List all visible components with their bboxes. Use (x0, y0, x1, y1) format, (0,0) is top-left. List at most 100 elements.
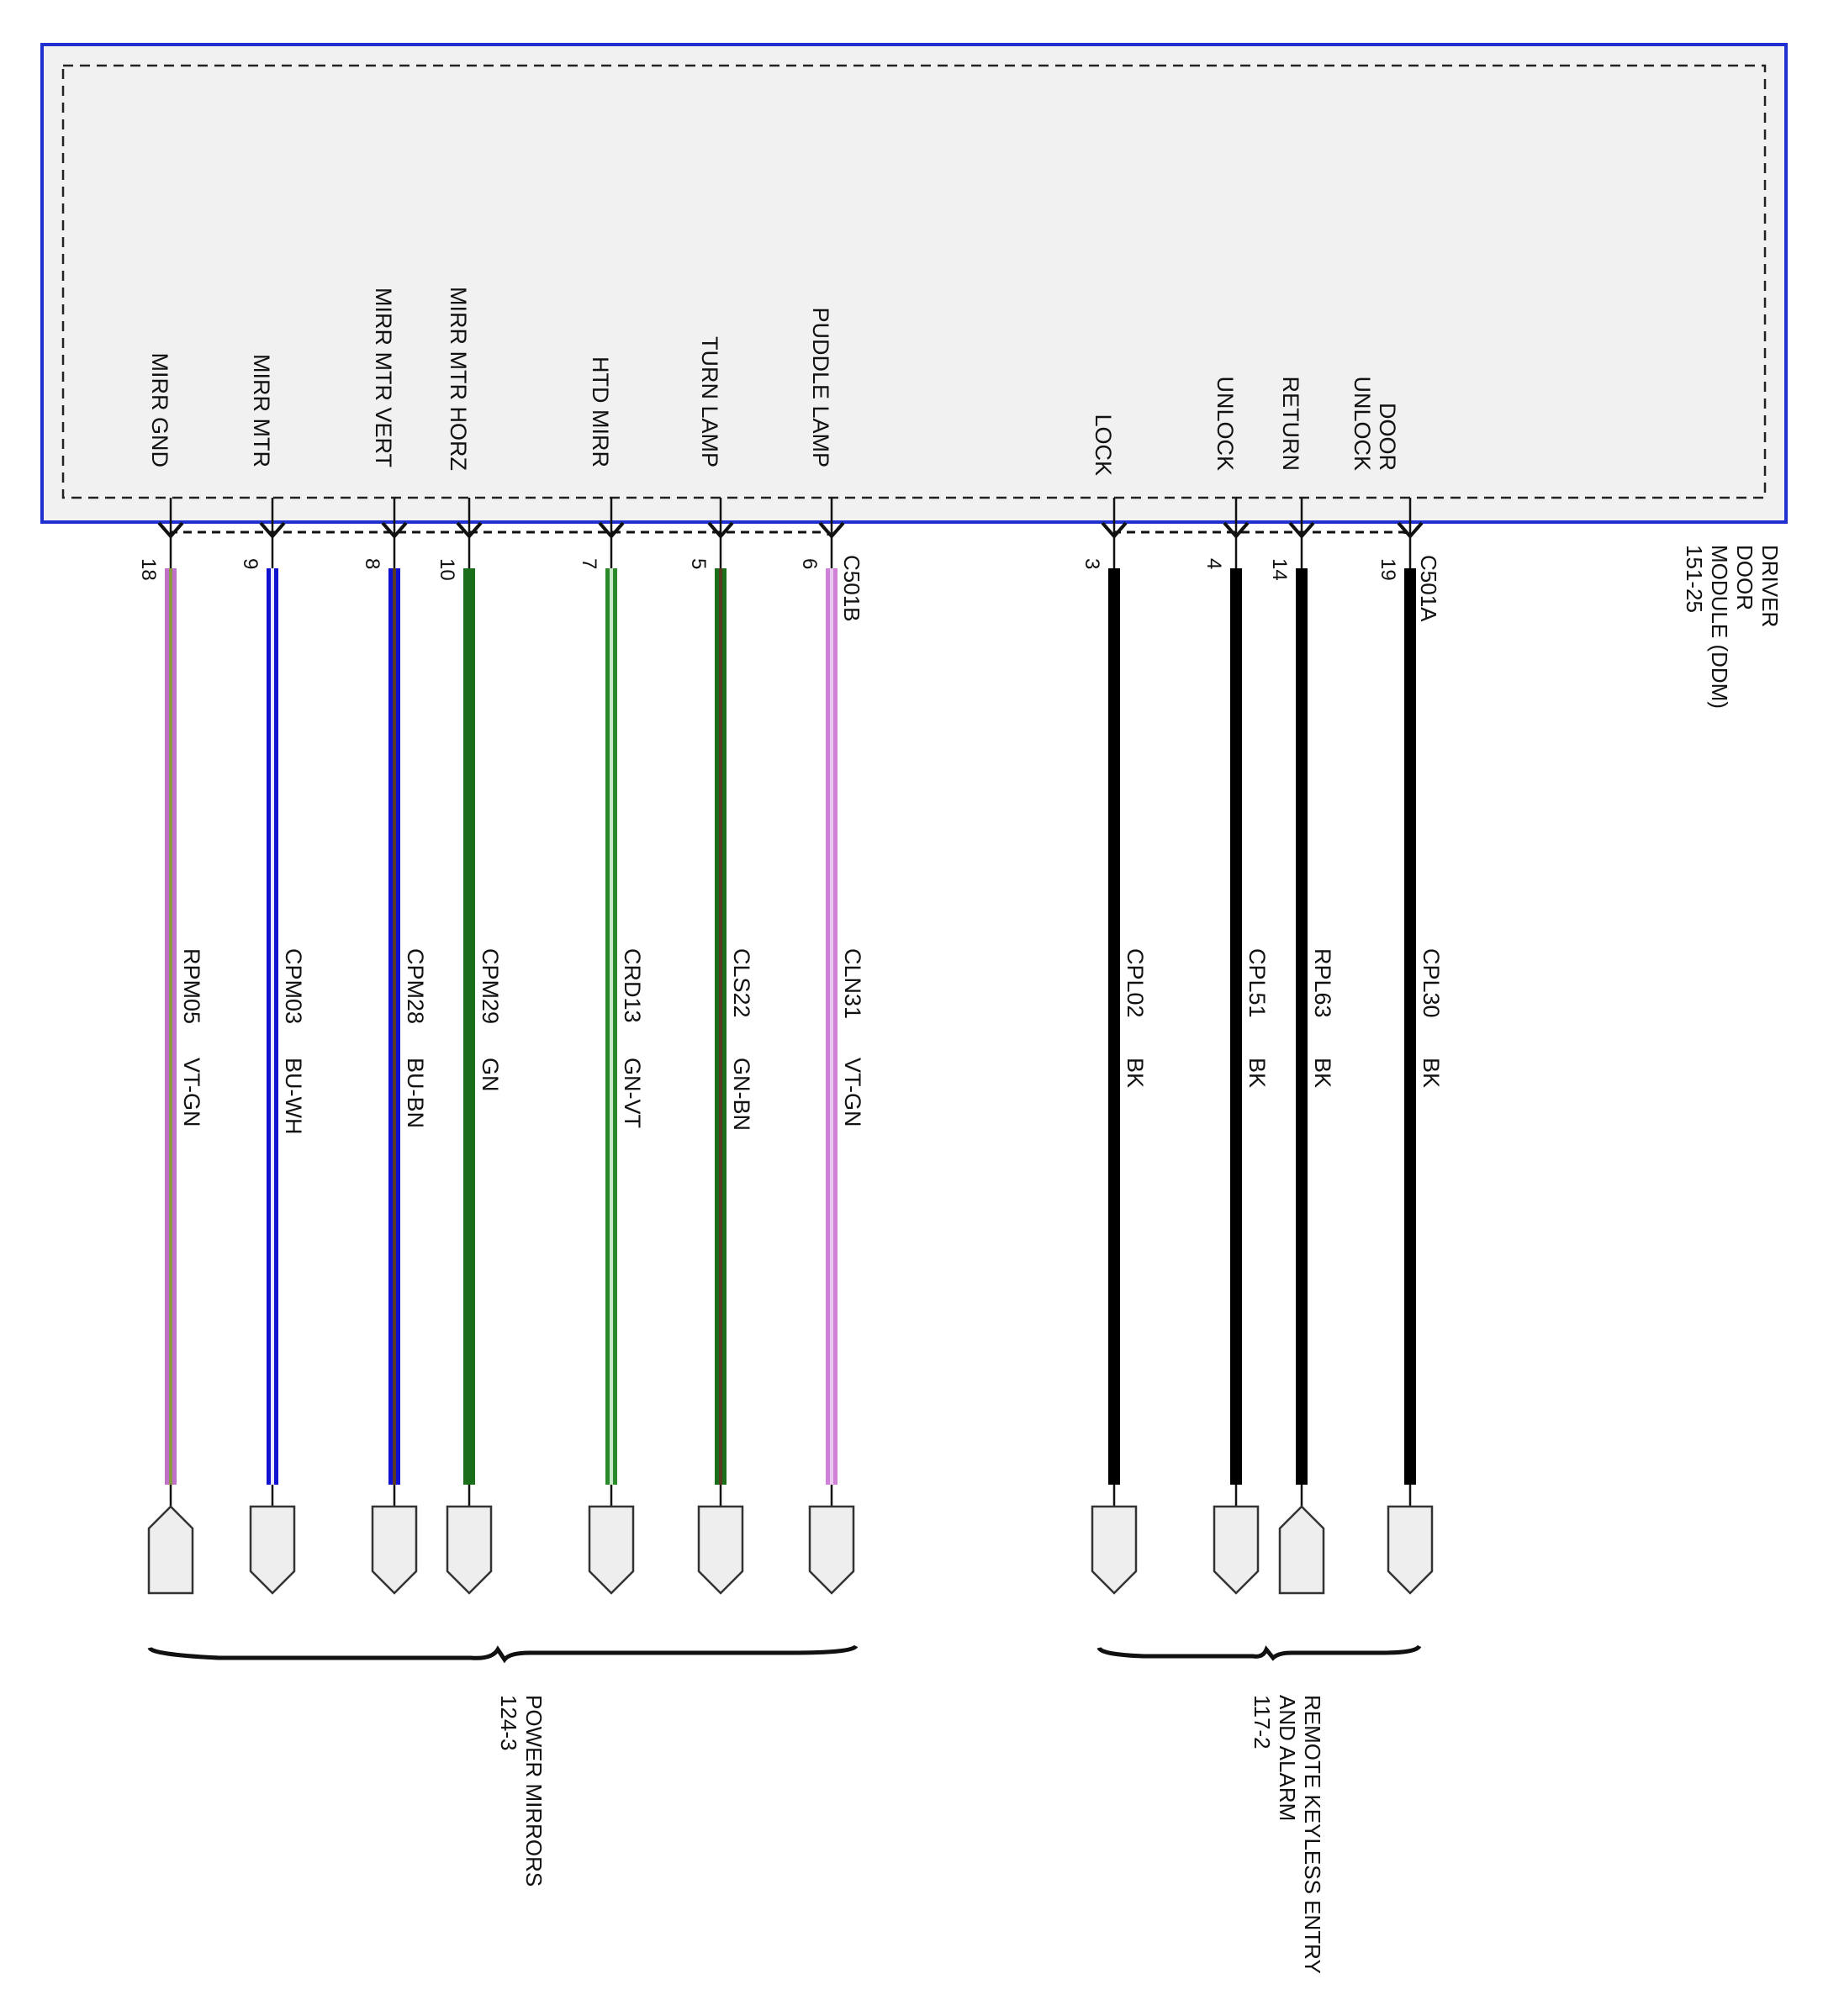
signal-label: RETURN (1278, 377, 1303, 472)
color-code-label: BK (1419, 1058, 1444, 1088)
remote-keyless-group-label: REMOTE KEYLESS ENTRY AND ALARM 117-2 (1250, 1695, 1325, 1980)
pin-number: 10 (436, 558, 458, 581)
module-inner-dashed-border (61, 64, 1767, 499)
inline-connector-icon (446, 1505, 493, 1595)
connector-c501a-label: C501A (1416, 555, 1441, 622)
power-mirrors-line-1: POWER MIRRORS (521, 1695, 547, 1887)
inline-connector-icon (1387, 1505, 1434, 1595)
pin-number: 14 (1268, 558, 1291, 581)
circuit-label: CPL02 (1123, 948, 1148, 1018)
circuit-label: CLS22 (729, 948, 754, 1018)
color-code-label: VT-GN (179, 1058, 204, 1127)
module-name-line-2: DOOR (1732, 545, 1757, 610)
inline-connector-icon (371, 1505, 418, 1595)
inline-connector-icon (588, 1505, 635, 1595)
inline-connector-icon (147, 1505, 194, 1595)
wire-tracer (271, 568, 274, 1485)
circuit-label: RPM05 (179, 948, 204, 1024)
color-code-label: VT-GN (840, 1058, 865, 1127)
signal-label: PUDDLE LAMP (808, 307, 833, 467)
wire-tracer (169, 568, 172, 1485)
color-code-label: BU-BN (403, 1058, 428, 1128)
remote-keyless-line-2: AND ALARM (1275, 1695, 1300, 1821)
power-mirrors-brace (147, 1644, 859, 1664)
circuit-label: CRD13 (620, 948, 645, 1023)
signal-label: UNLOCK (1213, 376, 1238, 471)
pin-number: 9 (239, 558, 262, 569)
circuit-label: CPM28 (403, 948, 428, 1024)
connector-c501a-shell (1114, 530, 1407, 536)
signal-label: LOCK (1091, 414, 1116, 476)
wire-tracer (830, 568, 833, 1485)
color-code-label: GN (478, 1058, 503, 1092)
pin-number: 7 (578, 558, 600, 569)
remote-keyless-line-1: REMOTE KEYLESS ENTRY (1300, 1695, 1325, 1973)
wire-body (1296, 568, 1308, 1485)
inline-connector-icon (1213, 1505, 1260, 1595)
pin-number: 19 (1376, 558, 1399, 581)
pin-number: 6 (798, 558, 821, 569)
circuit-label: RPL63 (1310, 948, 1335, 1018)
connector-c501b-label: C501B (839, 555, 864, 622)
signal-label: MIRR MTR VERT (371, 288, 396, 467)
wire-tracer (610, 568, 613, 1485)
signal-label-line: UNLOCK (1350, 376, 1375, 471)
pin-number: 18 (137, 558, 160, 581)
circuit-label: CLN31 (840, 948, 865, 1019)
color-code-label: GN-VT (620, 1058, 645, 1128)
circuit-label: CPM29 (478, 948, 503, 1024)
color-code-label: BK (1123, 1058, 1148, 1088)
signal-label: MIRR MTR HORZ (446, 287, 471, 471)
circuit-label: CPM03 (281, 948, 306, 1024)
inline-connector-icon (808, 1505, 855, 1595)
wire-tracer (719, 568, 722, 1485)
signal-label: MIRR GND (147, 353, 172, 468)
signal-label: DOORUNLOCK (1350, 376, 1400, 471)
inline-connector-icon (1278, 1505, 1325, 1595)
remote-keyless-line-3: 117-2 (1250, 1695, 1275, 1749)
module-name: DRIVER DOOR MODULE (DDM) 151-25 (1682, 545, 1783, 715)
color-code-label: BK (1244, 1058, 1270, 1088)
pin-number: 5 (687, 558, 710, 569)
remote-keyless-brace (1096, 1644, 1422, 1661)
signal-label: TURN LAMP (697, 336, 722, 467)
wire-body (1230, 568, 1242, 1485)
color-code-label: BU-WH (281, 1058, 306, 1134)
power-mirrors-line-2: 124-3 (496, 1695, 521, 1751)
pin-number: 4 (1202, 558, 1225, 569)
circuit-label: CPL30 (1419, 948, 1444, 1018)
module-name-line-4: 151-25 (1682, 545, 1707, 613)
pin-number: 8 (361, 558, 383, 569)
power-mirrors-group-label: POWER MIRRORS 124-3 (496, 1695, 547, 1892)
wire-body (1108, 568, 1120, 1485)
wire-tracer (393, 568, 396, 1485)
pin-number: 3 (1081, 558, 1103, 569)
signal-label-line: DOOR (1375, 403, 1400, 471)
color-code-label: BK (1310, 1058, 1335, 1088)
circuit-label: CPL51 (1244, 948, 1270, 1018)
signal-label: HTD MIRR (588, 356, 613, 467)
wire-body (463, 568, 475, 1485)
signal-label: MIRR MTR (249, 354, 274, 467)
wire-body (1404, 568, 1416, 1485)
color-code-label: GN-BN (729, 1058, 754, 1131)
inline-connector-icon (697, 1505, 744, 1595)
module-outer-border (40, 43, 1788, 524)
inline-connector-icon (249, 1505, 296, 1595)
module-name-line-1: DRIVER (1757, 545, 1783, 627)
module-name-line-3: MODULE (DDM) (1707, 545, 1732, 709)
inline-connector-icon (1091, 1505, 1138, 1595)
